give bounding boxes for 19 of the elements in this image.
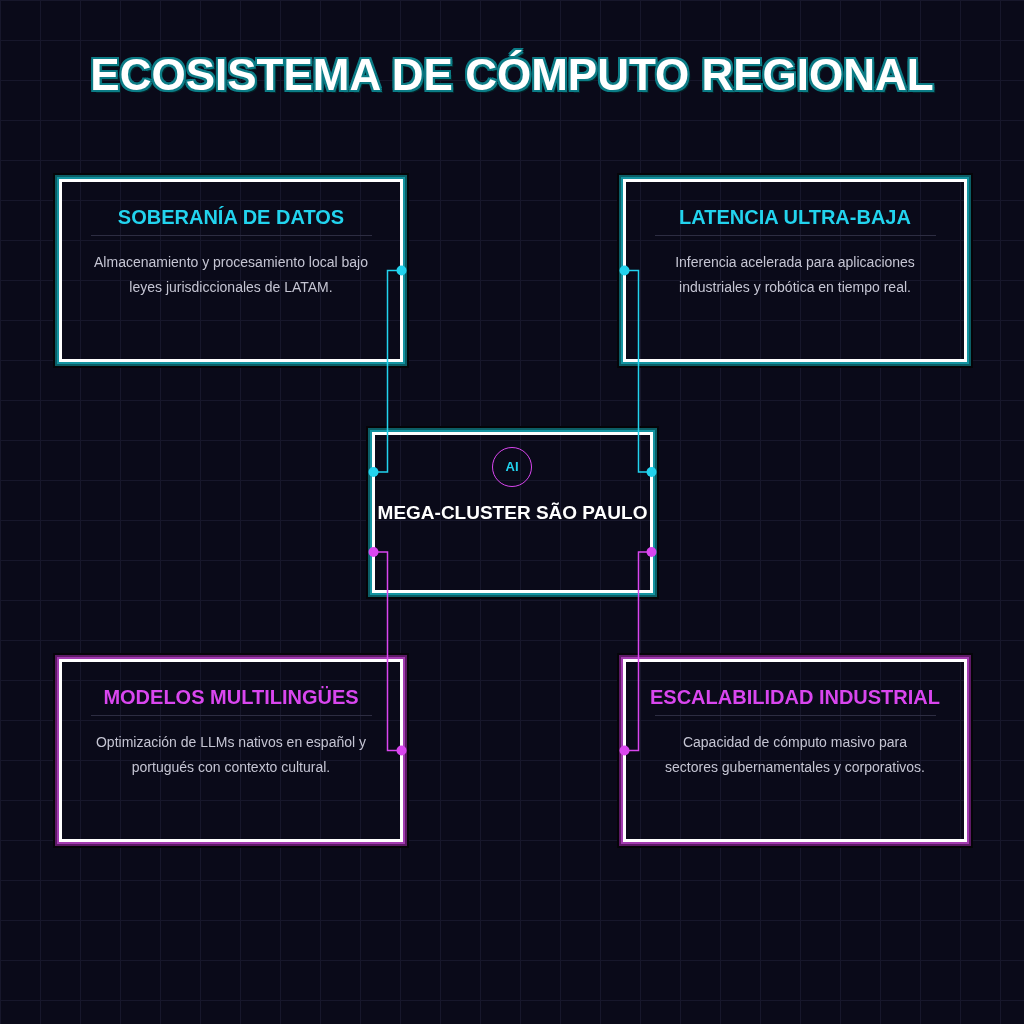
card-description: Capacidad de cómputo masivo para sectores gubernamentales y corporativos. bbox=[664, 733, 926, 777]
feature-card bbox=[617, 173, 973, 368]
hub-title: MEGA-CLUSTER SÃO PAULO bbox=[377, 501, 648, 525]
feature-card bbox=[53, 653, 409, 848]
hub-card bbox=[366, 426, 659, 599]
card-description: Almacenamiento y procesamiento local bajo leyes jurisdiccionales de LATAM. bbox=[93, 253, 369, 297]
card-title: ESCALABILIDAD INDUSTRIAL bbox=[650, 685, 940, 709]
connector bbox=[619, 547, 657, 756]
connector bbox=[619, 265, 657, 477]
feature-card bbox=[53, 173, 409, 368]
card-description: Optimización de LLMs nativos en español y portugués con contexto cultural. bbox=[94, 733, 367, 777]
feature-card bbox=[617, 653, 973, 848]
card-title: MODELOS MULTILINGÜES bbox=[103, 685, 359, 709]
diagram-title: ECOSISTEMA DE CÓMPUTO REGIONAL bbox=[90, 49, 934, 101]
card-title: LATENCIA ULTRA-BAJA bbox=[679, 205, 911, 229]
card-description: Inferencia acelerada para aplicaciones industriales y robótica en tiempo real. bbox=[674, 253, 916, 297]
connector bbox=[368, 547, 407, 756]
card-title: SOBERANÍA DE DATOS bbox=[117, 205, 345, 229]
connector bbox=[368, 265, 407, 477]
